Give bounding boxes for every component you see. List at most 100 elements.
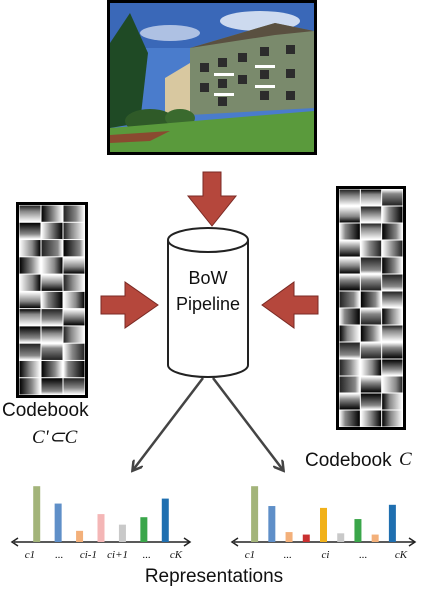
arrow-photo-to-bow: [186, 171, 238, 227]
histogram-bar: [251, 486, 259, 542]
codebook-patch: [63, 343, 85, 360]
codebook-patch: [360, 376, 382, 393]
codebook-patch: [382, 393, 403, 410]
histogram-tick-label: ...: [284, 549, 292, 561]
codebook-patch: [339, 410, 360, 427]
histogram-bar: [161, 498, 169, 542]
codebook-patch: [382, 410, 403, 427]
codebook-patch: [19, 222, 41, 240]
codebook-patch: [339, 240, 360, 257]
building-photo: [107, 0, 317, 155]
bow-label-line1: BoW: [188, 268, 228, 288]
codebook-patch: [19, 240, 41, 257]
codebook-patch: [63, 257, 85, 274]
axis-left-arrowhead: [230, 537, 239, 547]
histogram-bar: [320, 507, 327, 542]
codebook-patch: [19, 274, 41, 291]
codebook-patch: [339, 393, 360, 410]
histogram-tick-label: ...: [359, 549, 367, 561]
codebook-patch: [360, 240, 382, 257]
codebook-patch: [19, 326, 41, 343]
codebook-patch: [360, 189, 382, 206]
codebook-patch: [339, 376, 360, 393]
bow-label-line2: Pipeline: [175, 294, 241, 314]
codebook-patch: [360, 393, 382, 410]
codebook-patch: [382, 223, 403, 240]
codebook-patch: [339, 206, 360, 223]
histogram-tick-label: ci: [322, 549, 330, 561]
histogram-tick-label: cK: [395, 549, 408, 561]
histogram-bar: [302, 534, 310, 542]
histogram-bar: [118, 524, 126, 542]
codebook-right-math: C: [399, 449, 412, 470]
codebook-patch: [63, 360, 85, 378]
codebook-patch: [339, 308, 360, 325]
arrow-left-codebook-to-bow: [100, 281, 159, 329]
codebook-patch: [360, 223, 382, 240]
codebook-patch: [360, 359, 382, 376]
histogram-bar: [76, 530, 84, 542]
histogram-tick-label: ci-1: [80, 549, 97, 561]
histogram-bar: [54, 503, 62, 542]
axis-right-arrowhead: [408, 537, 417, 547]
codebook-patch: [382, 257, 403, 274]
axis-right-arrowhead: [183, 537, 192, 547]
bow-pipeline-cylinder: [167, 227, 249, 378]
codebook-patch: [382, 206, 403, 223]
arrow-to-right-representation: [212, 377, 283, 470]
arrow-right-codebook-to-bow: [261, 281, 319, 329]
representations-label: Representations: [144, 566, 284, 587]
histogram-bar: [140, 517, 148, 542]
histogram-bar: [371, 534, 379, 542]
codebook-patch: [339, 257, 360, 274]
codebook-patch: [63, 326, 85, 343]
codebook-patch: [360, 257, 382, 274]
histogram-right: c1...ci...cK: [230, 486, 417, 561]
histogram-tick-label: c1: [25, 549, 35, 561]
codebook-patch: [19, 343, 41, 360]
codebook-patch: [382, 308, 403, 325]
codebook-patch: [41, 378, 63, 395]
axis-left-arrowhead: [10, 537, 19, 547]
codebook-patch: [41, 360, 63, 378]
codebook-patch: [360, 291, 382, 308]
histogram-tick-label: ci+1: [107, 549, 128, 561]
codebook-left-patches: [19, 205, 85, 395]
codebook-patch: [19, 378, 41, 395]
apartment-building-photo: [110, 3, 314, 152]
codebook-patch: [63, 378, 85, 395]
codebook-patch: [41, 205, 63, 222]
codebook-patch: [63, 205, 85, 222]
codebook-patch: [63, 309, 85, 326]
codebook-patch: [339, 325, 360, 342]
codebook-patch: [382, 359, 403, 376]
histogram-tick-label: cK: [170, 549, 183, 561]
codebook-patch: [63, 291, 85, 309]
codebook-right-patches: [339, 189, 403, 427]
codebook-patch: [41, 309, 63, 326]
codebook-patch: [339, 342, 360, 359]
codebook-patch: [382, 274, 403, 291]
codebook-patch: [63, 240, 85, 257]
codebook-patch: [339, 189, 360, 206]
bow-pipeline-label: BoW Pipeline: [168, 268, 248, 328]
codebook-patch: [19, 360, 41, 378]
codebook-patch: [41, 257, 63, 274]
codebook-patch: [19, 309, 41, 326]
codebook-patch: [382, 240, 403, 257]
codebook-patch: [360, 325, 382, 342]
codebook-patch: [382, 189, 403, 206]
codebook-patch: [63, 274, 85, 291]
arrow-to-left-representation: [133, 377, 204, 470]
codebook-patch: [382, 291, 403, 308]
codebook-patch: [339, 274, 360, 291]
codebook-patch: [41, 274, 63, 291]
codebook-right-label: Codebook: [305, 450, 392, 471]
codebook-left-subset: C'⊂C: [32, 427, 78, 448]
codebook-patch: [360, 308, 382, 325]
codebook-patch: [339, 291, 360, 308]
codebook-patch: [360, 274, 382, 291]
histogram-bar: [97, 514, 105, 542]
